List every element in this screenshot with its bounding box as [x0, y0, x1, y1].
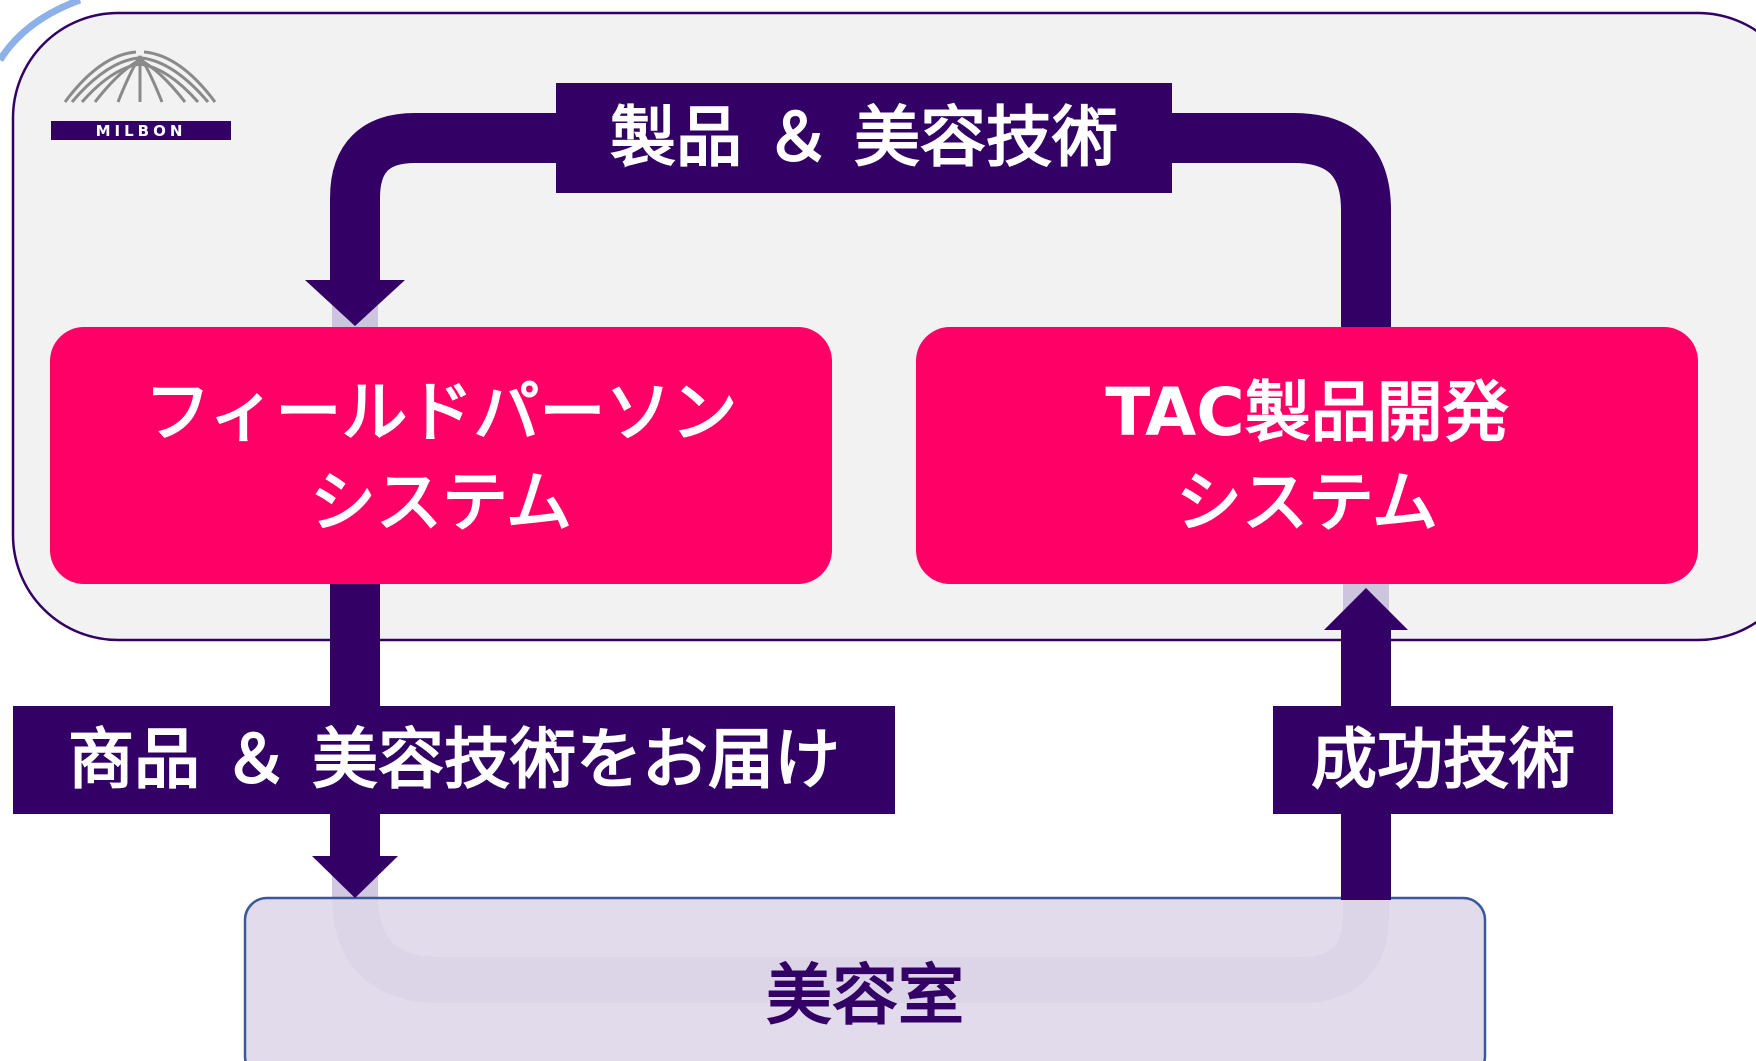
tac-system-line1: TAC製品開発	[1105, 374, 1509, 451]
top-arrow-head	[305, 280, 405, 326]
tac-system-title: TAC製品開発 システム	[916, 368, 1698, 548]
bottom-right-label-box	[1273, 706, 1613, 814]
bottom-right-flow-label: 成功技術	[1311, 721, 1575, 798]
bottom-left-flow-label: 商品 ＆ 美容技術をお届け	[68, 721, 840, 798]
tac-system-line2: システム	[1175, 464, 1439, 541]
bottom-left-arrow-head	[312, 856, 398, 898]
salon-box	[243, 896, 1487, 1061]
field-person-system-line2: システム	[309, 464, 573, 541]
top-flow-label: 製品 ＆ 美容技術	[610, 99, 1118, 176]
field-person-system-title: フィールドパーソン システム	[50, 368, 832, 548]
corner-arc-decoration	[0, 0, 82, 62]
bottom-left-label-box	[13, 706, 895, 814]
bottom-right-arrow-head	[1324, 588, 1408, 630]
logo-wordmark-bar	[51, 121, 231, 140]
top-label-box	[556, 83, 1172, 193]
field-person-system-box	[50, 327, 832, 584]
top-arrow-shaft	[330, 113, 1391, 330]
tac-system-box	[916, 327, 1698, 584]
logo-wordmark: MILBON	[96, 122, 187, 140]
fan-icon	[63, 50, 217, 103]
field-person-system-line1: フィールドパーソン	[144, 374, 738, 451]
milbon-logo: MILBON	[51, 50, 231, 140]
salon-label: 美容室	[766, 957, 964, 1034]
